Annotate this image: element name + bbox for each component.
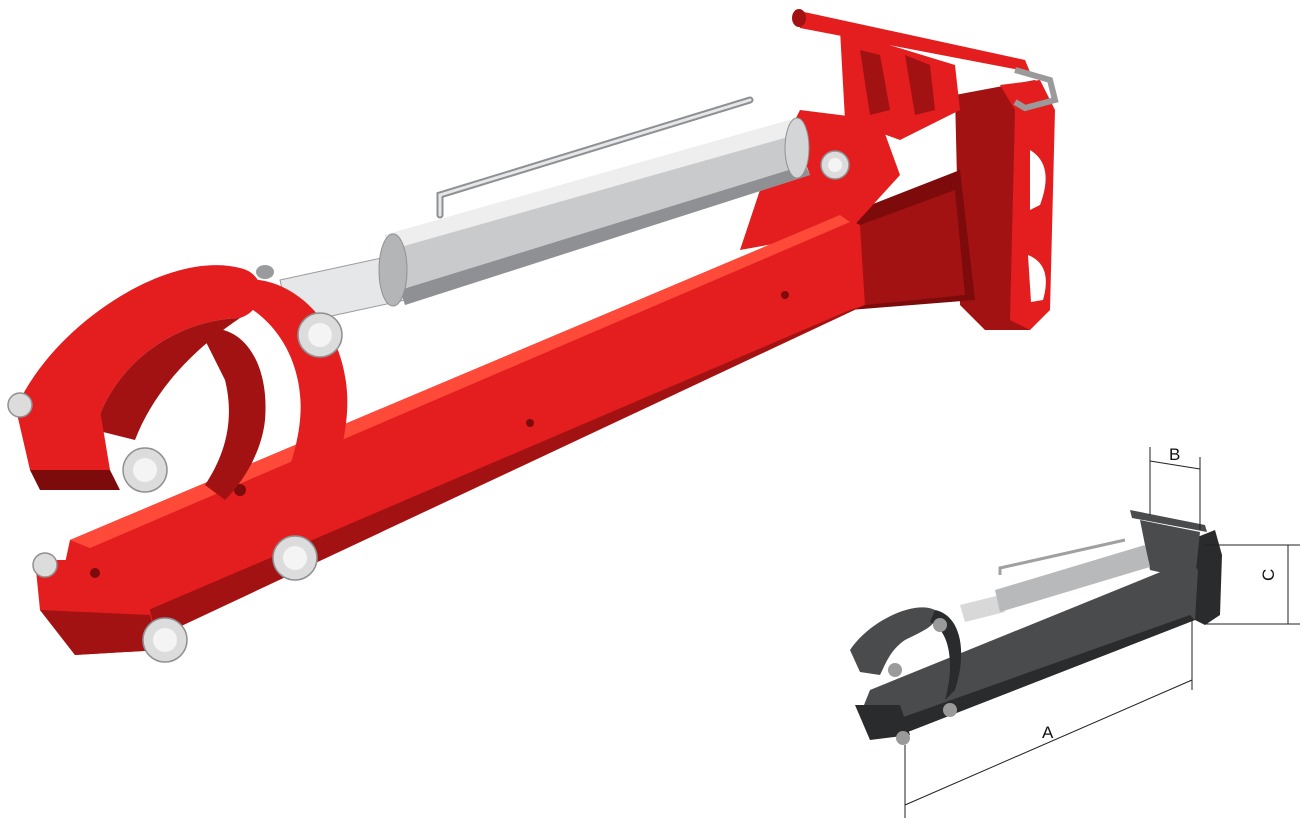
bolt-icon (142, 617, 188, 663)
hydraulic-boom-arm-dimension-illustration (850, 510, 1222, 745)
cylinder-bracket (740, 110, 900, 250)
bolt-icon (297, 312, 343, 358)
dimension-a-label: A (1042, 723, 1054, 742)
dimension-c-label: C (1259, 569, 1278, 581)
dimension-a: A (904, 620, 1193, 818)
bolt-icon (272, 535, 318, 581)
dimension-b: B (1149, 445, 1201, 530)
front-lower-end (35, 560, 160, 655)
top-handle (792, 9, 1059, 140)
mounting-plate (845, 80, 1055, 330)
bolt-icon (122, 447, 168, 493)
dimension-c: C (1205, 544, 1300, 625)
tie-rod (436, 96, 754, 219)
upper-yoke (15, 265, 261, 490)
pivot-bolts (7, 150, 850, 663)
bolt-icon (32, 552, 58, 578)
dimension-b-label: B (1169, 445, 1180, 464)
bolt-icon (820, 150, 850, 180)
bolt-icon (7, 392, 33, 418)
hydraulic-boom-arm-illustration (7, 9, 1059, 663)
